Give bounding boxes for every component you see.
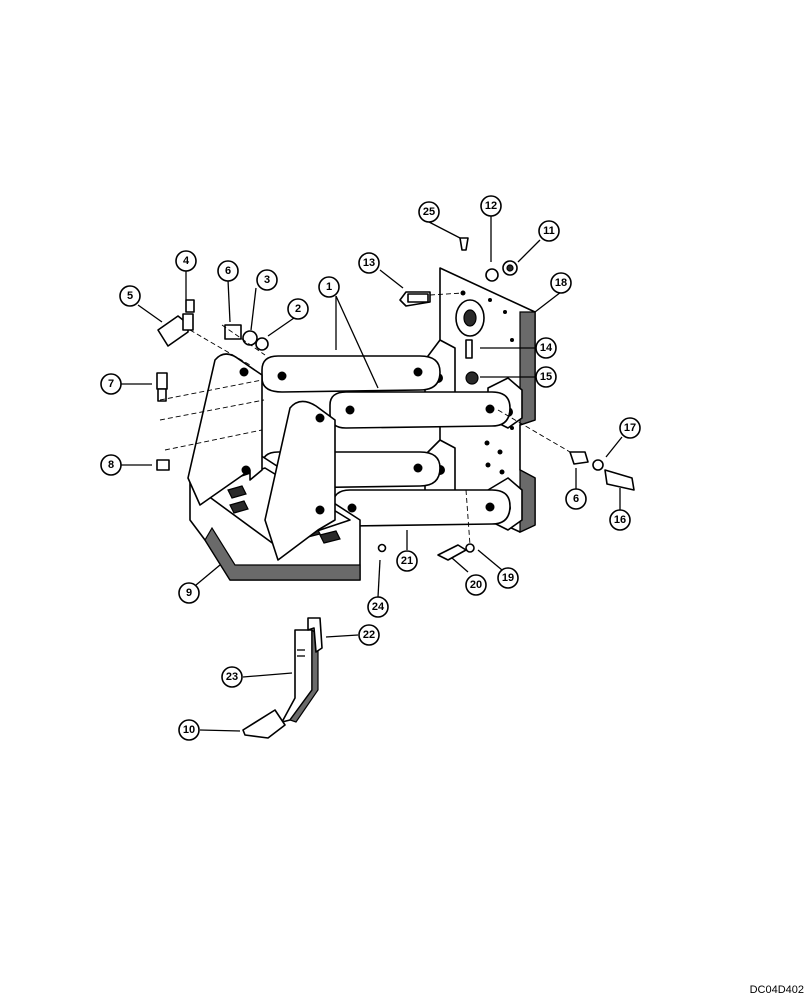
callout-23: 23 bbox=[221, 666, 243, 688]
callout-2: 2 bbox=[287, 298, 309, 320]
svg-text:7: 7 bbox=[108, 378, 114, 390]
callout-10: 10 bbox=[178, 719, 200, 741]
svg-text:9: 9 bbox=[186, 587, 192, 599]
callout-21: 21 bbox=[396, 550, 418, 572]
callout-13: 13 bbox=[358, 252, 380, 274]
svg-text:12: 12 bbox=[485, 200, 497, 212]
tine-clip bbox=[307, 617, 323, 653]
callout-6b: 6 bbox=[565, 488, 587, 510]
callout-15: 15 bbox=[535, 366, 557, 388]
tine-point bbox=[242, 709, 286, 739]
svg-text:14: 14 bbox=[540, 342, 553, 354]
callout-14: 14 bbox=[535, 337, 557, 359]
svg-text:21: 21 bbox=[401, 555, 413, 567]
drawing-code: DC04D402 bbox=[749, 984, 804, 996]
svg-text:2: 2 bbox=[295, 303, 301, 315]
callout-17: 17 bbox=[619, 417, 641, 439]
callout-7: 7 bbox=[100, 373, 122, 395]
svg-text:18: 18 bbox=[555, 277, 567, 289]
callout-5: 5 bbox=[119, 285, 141, 307]
callout-4: 4 bbox=[175, 250, 197, 272]
upper-link-arm-front bbox=[329, 391, 511, 429]
svg-text:6: 6 bbox=[573, 493, 579, 505]
svg-text:24: 24 bbox=[372, 601, 385, 613]
callout-8: 8 bbox=[100, 454, 122, 476]
svg-text:11: 11 bbox=[543, 225, 555, 237]
svg-text:10: 10 bbox=[183, 724, 195, 736]
svg-text:3: 3 bbox=[264, 274, 270, 286]
svg-text:19: 19 bbox=[502, 572, 514, 584]
callout-11: 11 bbox=[538, 220, 560, 242]
svg-text:4: 4 bbox=[183, 255, 190, 267]
svg-text:1: 1 bbox=[326, 281, 332, 293]
callout-3: 3 bbox=[256, 269, 278, 291]
callout-24: 24 bbox=[367, 596, 389, 618]
svg-text:22: 22 bbox=[363, 629, 375, 641]
svg-text:25: 25 bbox=[423, 206, 435, 218]
svg-text:13: 13 bbox=[363, 257, 375, 269]
callout-1: 1 bbox=[318, 276, 340, 298]
svg-text:23: 23 bbox=[226, 671, 238, 683]
callout-20: 20 bbox=[465, 574, 487, 596]
svg-text:20: 20 bbox=[470, 579, 482, 591]
callout-6a: 6 bbox=[217, 260, 239, 282]
svg-text:16: 16 bbox=[614, 514, 626, 526]
svg-text:5: 5 bbox=[127, 290, 133, 302]
svg-text:17: 17 bbox=[624, 422, 636, 434]
svg-text:8: 8 bbox=[108, 459, 114, 471]
callout-12: 12 bbox=[480, 195, 502, 217]
upper-link-arm-rear bbox=[261, 355, 441, 393]
callout-19: 19 bbox=[497, 567, 519, 589]
assembly-lines bbox=[159, 292, 571, 546]
leader-lines bbox=[120, 215, 623, 732]
counterweight-frame bbox=[187, 353, 361, 581]
callout-18: 18 bbox=[550, 272, 572, 294]
callout-22: 22 bbox=[358, 624, 380, 646]
callout-9: 9 bbox=[178, 582, 200, 604]
hardware bbox=[156, 237, 635, 561]
svg-text:15: 15 bbox=[540, 371, 552, 383]
callouts: 1 2 3 4 5 6 6 7 8 9 10 11 12 13 14 15 16… bbox=[100, 195, 641, 741]
callout-25: 25 bbox=[418, 201, 440, 223]
svg-text:6: 6 bbox=[225, 265, 231, 277]
callout-16: 16 bbox=[609, 509, 631, 531]
ripper-tine bbox=[281, 628, 319, 723]
